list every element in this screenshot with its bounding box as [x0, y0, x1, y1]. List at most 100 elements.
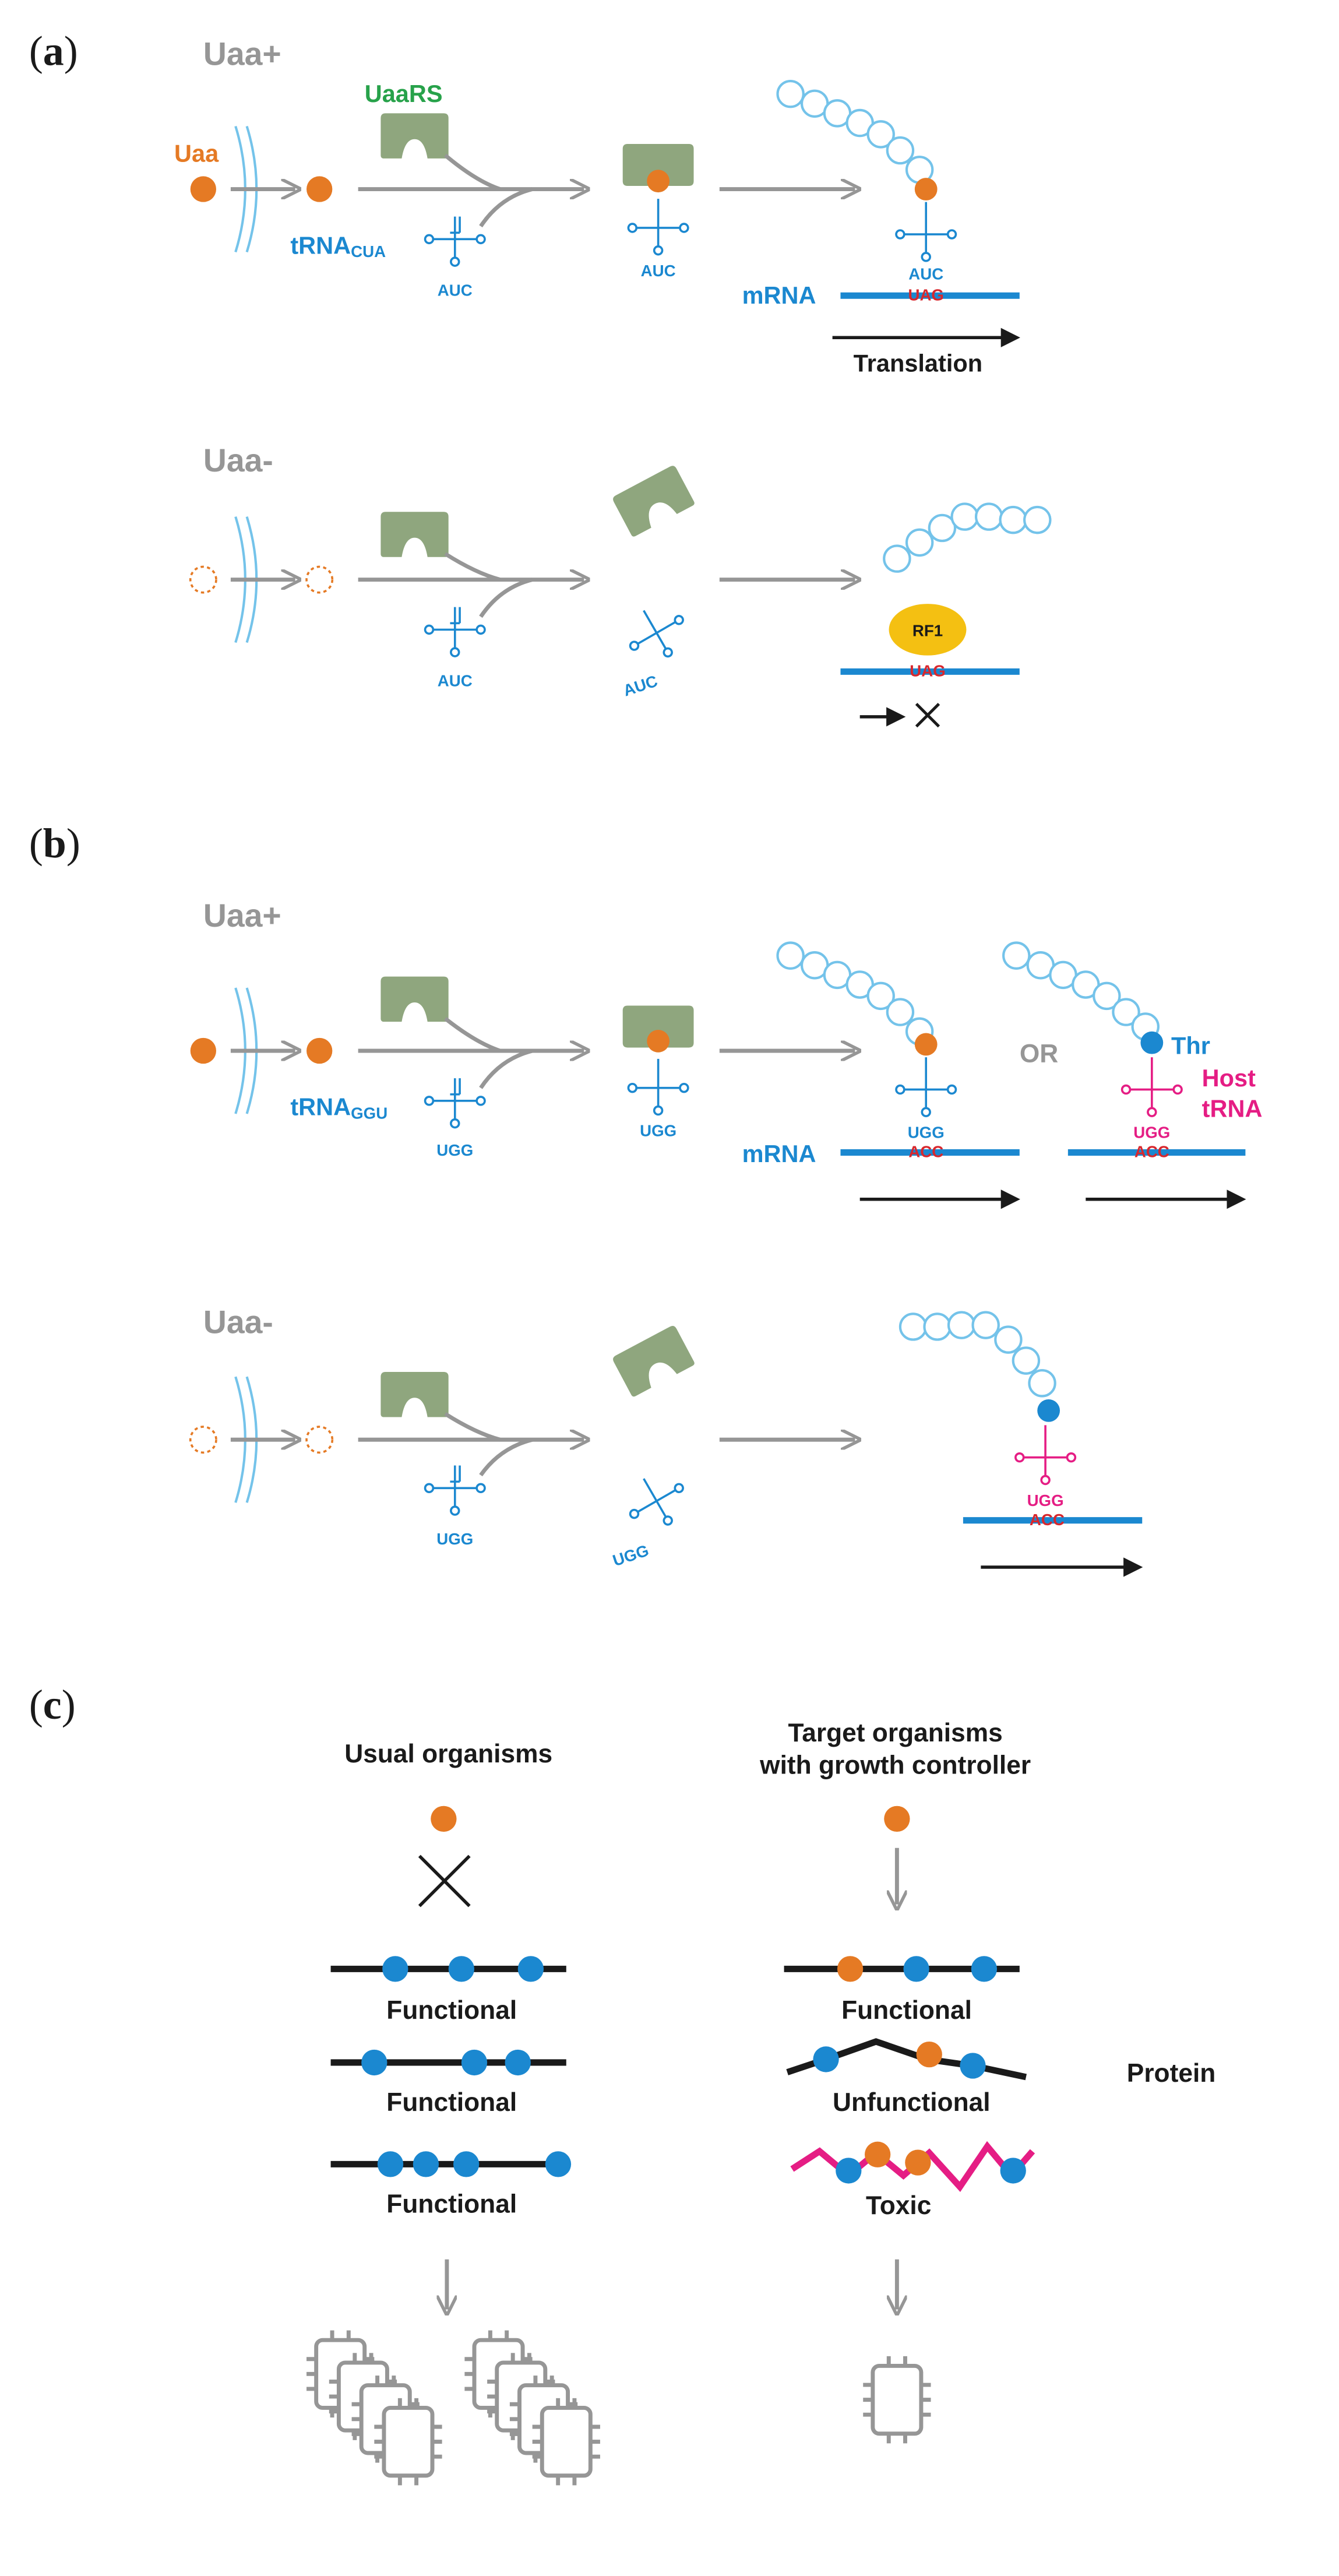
translation-label: Translation	[854, 349, 982, 376]
right-protein-3	[790, 2141, 1035, 2193]
rf1-label: RF1	[912, 621, 943, 639]
trna-label: tRNACUA	[290, 231, 386, 261]
ribosome-anticodon-b: UGG	[908, 1124, 945, 1142]
merge-line-upper	[443, 153, 501, 191]
uaa-molecule	[190, 176, 217, 202]
merge-line-upper-minus	[444, 552, 501, 582]
uaa-molecule-inside-b	[306, 1037, 333, 1064]
trna-free-minus-anticodon: AUC	[438, 671, 473, 689]
uaa-molecule-b	[190, 1037, 217, 1064]
merge-line-lower-minus	[479, 578, 533, 618]
right-protein-2-label: Unfunctional	[833, 2088, 991, 2117]
host-codon-b: ACC	[1134, 1143, 1169, 1161]
uaa-minus-header: Uaa-	[203, 442, 273, 478]
charged-complex	[622, 144, 694, 186]
incorporated-uaa	[914, 178, 938, 200]
panel-b-label: (b)	[29, 820, 80, 867]
trna-charged-b	[627, 1058, 689, 1116]
uaa-plus-header-b: Uaa+	[203, 898, 281, 934]
absent-uaa-b	[189, 1426, 217, 1454]
left-protein-1	[330, 1956, 566, 1982]
no-uptake-x-icon	[418, 1854, 471, 1908]
merge-line-upper-b-minus	[444, 1412, 501, 1442]
single-cell	[863, 2356, 931, 2444]
peptide-chain-b-left	[776, 941, 934, 1046]
trna-charged-anticodon: AUC	[641, 262, 676, 280]
uaars-shape-b-minus	[380, 1371, 449, 1417]
merge-line-lower-b-minus	[479, 1437, 533, 1477]
host-trna	[1120, 1057, 1183, 1117]
uaars-released-b	[613, 1325, 695, 1397]
host-anticodon-b: UGG	[1133, 1124, 1170, 1142]
peptide-chain-b-right	[1002, 941, 1160, 1041]
uaars-shape	[380, 113, 449, 159]
panel-a-uaa-plus-row: Uaa+ Uaa UaaRS tRNACUA AUC	[174, 36, 1020, 376]
peptide-chain	[776, 79, 934, 184]
right-protein-1	[784, 1956, 1020, 1982]
host-codon-b-minus: ACC	[1030, 1511, 1065, 1529]
uaars-label: UaaRS	[365, 80, 443, 107]
usual-organisms-title: Usual organisms	[344, 1740, 552, 1768]
mrna-label-b: mRNA	[742, 1140, 816, 1167]
protein-label: Protein	[1127, 2059, 1216, 2088]
uaars-released	[613, 466, 695, 537]
panel-a-uaa-minus-row: Uaa- AUC	[189, 442, 1052, 728]
trna-released-b	[629, 1478, 684, 1526]
trna-free-b-anticodon: UGG	[436, 1141, 473, 1159]
trna-free-b-minus	[424, 1465, 486, 1516]
uaa-right	[884, 1806, 910, 1832]
threonine	[1140, 1031, 1164, 1054]
host-anticodon-b-minus: UGG	[1027, 1491, 1064, 1509]
trna-free	[424, 216, 486, 267]
panel-b-uaa-minus-row: Uaa- UGG	[189, 1304, 1143, 1577]
ribosome-anticodon: AUC	[908, 265, 943, 283]
uaars-shape-minus	[380, 512, 449, 557]
left-protein-3-label: Functional	[386, 2190, 517, 2218]
or-label: OR	[1020, 1039, 1058, 1068]
panel-a-label: (a)	[29, 27, 78, 74]
uaa-plus-header: Uaa+	[203, 36, 281, 72]
panel-c: (c) Usual organisms Target organisms wit…	[29, 1681, 1216, 2486]
trna-free-b-minus-anticodon: UGG	[436, 1530, 473, 1548]
left-protein-2-label: Functional	[386, 2088, 517, 2117]
panel-a: (a) Uaa+ Uaa UaaRS tRNACUA	[29, 27, 1052, 728]
panel-b: (b) Uaa+ tRNAGGU UGG	[29, 820, 1262, 1577]
uaars-shape-b	[380, 976, 449, 1022]
codon-uag-minus: UAG	[910, 662, 945, 680]
trna-released	[629, 610, 684, 658]
peptide-chain-b-minus	[898, 1311, 1056, 1398]
merge-line-lower-b	[479, 1048, 533, 1089]
panel-b-uaa-plus-row: Uaa+ tRNAGGU UGG	[190, 898, 1262, 1209]
right-protein-1-label: Functional	[841, 1996, 972, 2025]
absent-uaa	[189, 565, 217, 594]
absent-uaa-inside-b	[305, 1426, 334, 1454]
thr-label: Thr	[1171, 1032, 1210, 1060]
target-organisms-title-line1: Target organisms	[788, 1719, 1002, 1747]
cell-stack-right	[464, 2330, 600, 2486]
trna-label-b: tRNAGGU	[290, 1093, 387, 1122]
blocked-x-icon	[915, 702, 940, 728]
merge-line-upper-b	[444, 1016, 501, 1053]
trna-charged-b-anticodon: UGG	[640, 1122, 676, 1140]
charged-uaa-b	[647, 1030, 670, 1053]
left-protein-3	[330, 2151, 572, 2177]
cell-icon	[532, 2398, 600, 2486]
cell-icon	[863, 2356, 931, 2444]
trna-released-anticodon: AUC	[621, 672, 660, 700]
uaa-molecule-inside	[306, 176, 333, 202]
threonine-b-minus	[1037, 1399, 1060, 1422]
panel-c-label: (c)	[29, 1681, 76, 1728]
trna-charged	[627, 199, 689, 256]
rf1-release-factor	[889, 604, 967, 656]
uaa-minus-header-b: Uaa-	[203, 1304, 273, 1340]
uaa-left	[431, 1806, 457, 1832]
left-protein-1-label: Functional	[386, 1996, 517, 2025]
cell-stack-left	[306, 2330, 442, 2486]
host-trna-label-line1: Host	[1202, 1064, 1256, 1092]
right-protein-3-label: Toxic	[866, 2191, 931, 2220]
trna-free-anticodon: AUC	[438, 281, 473, 299]
right-protein-2	[786, 2038, 1027, 2081]
codon-acc-b: ACC	[908, 1143, 943, 1161]
merge-line-lower	[479, 187, 533, 228]
